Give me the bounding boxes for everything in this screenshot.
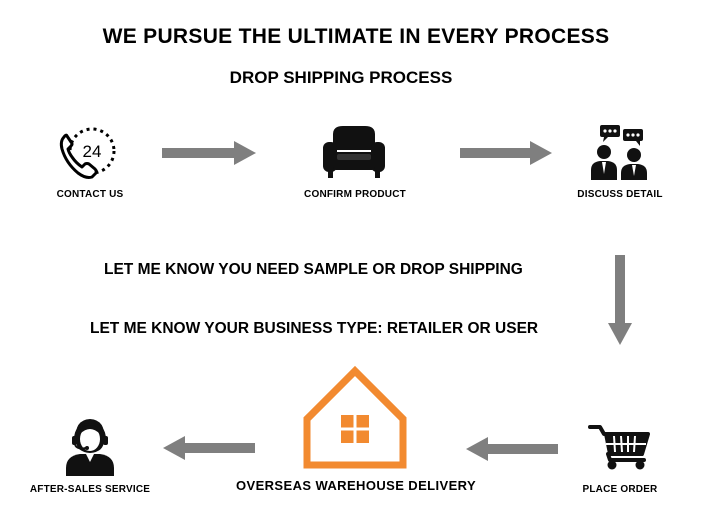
support-agent-icon bbox=[66, 419, 114, 476]
step-label-overseas-warehouse-delivery: OVERSEAS WAREHOUSE DELIVERY bbox=[235, 478, 477, 493]
phone-24-icon: 24 bbox=[59, 127, 116, 179]
arrow-right-icon bbox=[162, 141, 256, 165]
arrow-left-icon bbox=[466, 437, 558, 461]
note-business-type: LET ME KNOW YOUR BUSINESS TYPE: RETAILER… bbox=[90, 320, 539, 337]
warehouse-house-icon bbox=[303, 366, 407, 469]
discussion-people-icon bbox=[591, 125, 647, 180]
note-sample-or-drop-shipping: LET ME KNOW YOU NEED SAMPLE OR DROP SHIP… bbox=[104, 261, 523, 278]
step-label-after-sales-service: AFTER-SALES SERVICE bbox=[29, 484, 151, 495]
sofa-icon bbox=[323, 126, 385, 178]
step-label-place-order: PLACE ORDER bbox=[582, 484, 658, 495]
arrow-right-icon bbox=[460, 141, 552, 165]
process-subtitle: DROP SHIPPING PROCESS bbox=[229, 68, 453, 87]
shopping-cart-icon bbox=[588, 425, 650, 470]
page-title: WE PURSUE THE ULTIMATE IN EVERY PROCESS bbox=[102, 25, 610, 48]
step-label-discuss-detail: DISCUSS DETAIL bbox=[577, 189, 663, 200]
arrow-down-icon bbox=[608, 255, 632, 345]
arrow-left-icon bbox=[163, 436, 255, 460]
step-label-contact-us: CONTACT US bbox=[56, 189, 124, 200]
phone-badge-number: 24 bbox=[83, 142, 102, 161]
step-label-confirm-product: CONFIRM PRODUCT bbox=[304, 189, 406, 200]
